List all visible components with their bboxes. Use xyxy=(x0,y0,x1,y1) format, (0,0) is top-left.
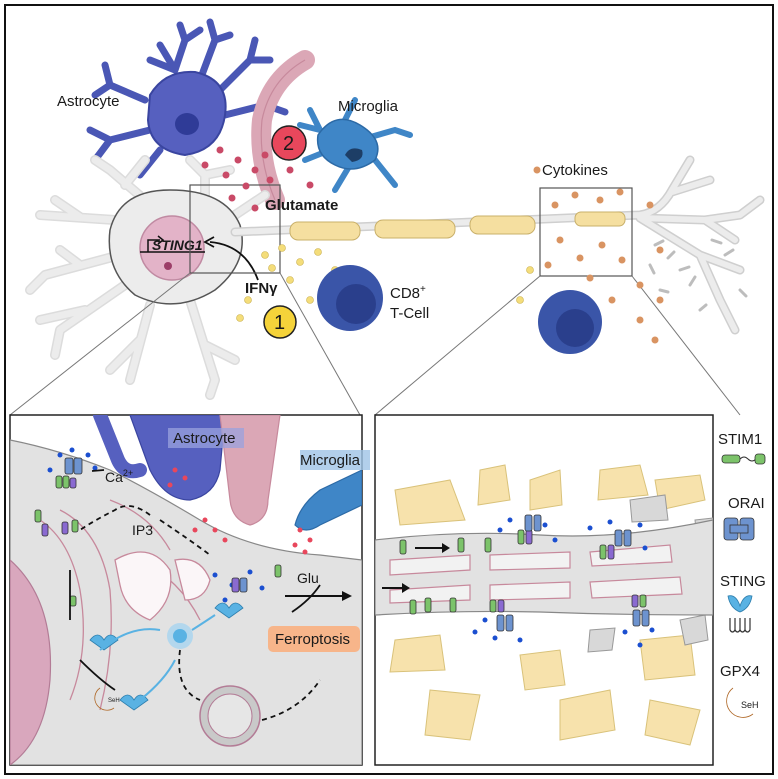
cd8-label: CD8+ xyxy=(390,284,426,302)
cd8-tcell-2 xyxy=(538,290,602,354)
microglia-label: Microglia xyxy=(338,98,399,115)
ferroptosis-box xyxy=(268,626,360,652)
ferroptosis-label: Ferroptosis xyxy=(275,631,350,648)
inset-astrocyte-label: Astrocyte xyxy=(173,430,236,447)
legend-stim1-label: STIM1 xyxy=(718,431,762,448)
neuron xyxy=(25,155,765,400)
marker-1-label: 1 xyxy=(274,312,285,334)
glutamate-label: Glutamate xyxy=(265,197,338,214)
inset-microglia-label: Microglia xyxy=(300,452,361,469)
microglia-cell xyxy=(297,97,413,193)
astrocyte-label: Astrocyte xyxy=(57,93,120,110)
cytokine-dots xyxy=(533,166,664,344)
zoom-box-axon xyxy=(539,187,633,277)
legend: STIM1 ORAI STING GPX4 SeH xyxy=(718,431,766,718)
ifng-label: IFNγ xyxy=(245,280,278,297)
calcium-label: Ca2+ xyxy=(105,468,133,485)
stim1-icon xyxy=(721,453,766,465)
sting1-gene-label: STING1 xyxy=(152,237,203,253)
gene-arrow-icon xyxy=(147,239,160,252)
legend-gpx4-label: GPX4 xyxy=(720,663,760,680)
glutamate-dots xyxy=(201,146,314,212)
ifng-dots xyxy=(236,244,534,322)
inset-axon xyxy=(374,414,714,766)
astrocyte-cell xyxy=(86,18,289,179)
legend-sting-label: STING xyxy=(720,573,766,590)
inset-synapse: SeH Astrocyte Microglia Ca2+ IP3 Glu Fer… xyxy=(9,414,370,766)
astrocyte-nucleus xyxy=(175,113,199,135)
glu-label: Glu xyxy=(297,570,319,586)
gpx4-small-icon xyxy=(94,687,115,711)
sting-icon xyxy=(727,595,753,633)
ip3-label: IP3 xyxy=(132,522,153,538)
tcell-label: T-Cell xyxy=(390,305,429,322)
gpx4-icon: SeH xyxy=(726,687,759,718)
ifng-arrow xyxy=(209,241,259,281)
gpx4-icon-label: SeH xyxy=(741,700,759,710)
marker-2-label: 2 xyxy=(283,133,294,155)
marker-2 xyxy=(271,125,307,161)
cd8-tcell-1 xyxy=(317,265,383,331)
legend-orai-label: ORAI xyxy=(728,495,765,512)
orai-icon xyxy=(723,517,755,541)
marker-1 xyxy=(263,305,297,339)
zoom-box-synapse xyxy=(189,184,281,274)
cytokines-label: Cytokines xyxy=(542,162,608,179)
seh-small-label: SeH xyxy=(108,698,120,704)
neuron-nucleus xyxy=(139,215,205,281)
